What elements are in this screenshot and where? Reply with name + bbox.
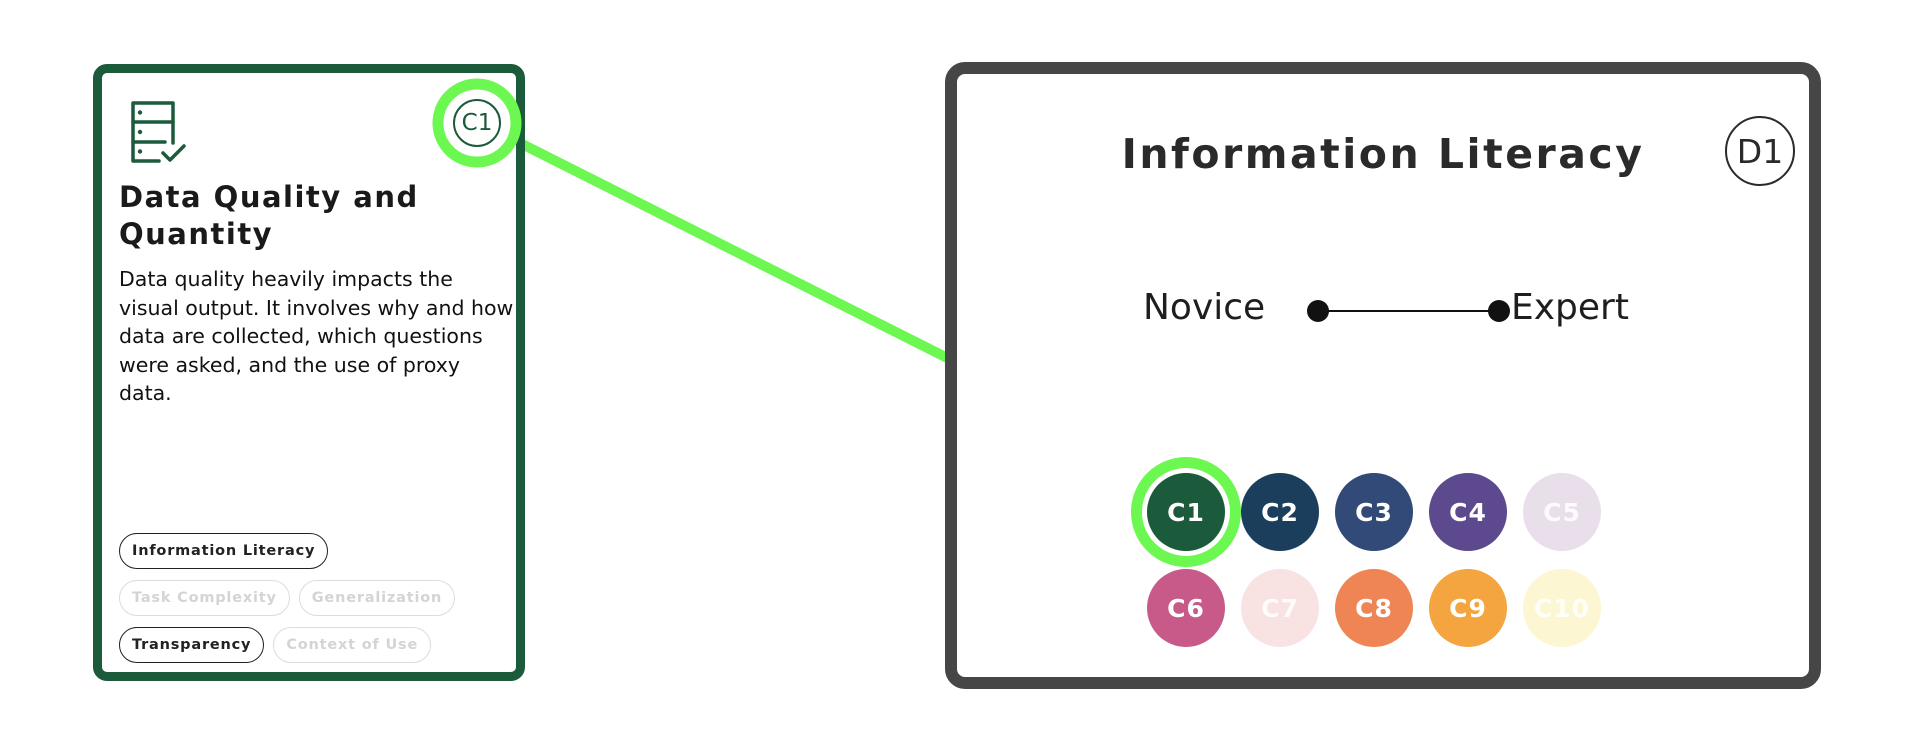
tag-generalization[interactable]: Generalization — [298, 580, 456, 616]
tag-row: Information Literacy — [119, 533, 519, 569]
chip-c1[interactable]: C1 — [1147, 473, 1225, 551]
tag-task-complexity[interactable]: Task Complexity — [119, 580, 290, 616]
scale-line — [1318, 310, 1498, 312]
panel-title: Information Literacy — [1121, 130, 1645, 178]
card-badge-c1: C1 — [453, 99, 501, 147]
database-check-icon — [131, 101, 186, 163]
scale-label-expert: Expert — [1511, 287, 1629, 328]
chip-c10[interactable]: C10 — [1523, 569, 1601, 647]
tag-information-literacy[interactable]: Information Literacy — [119, 533, 329, 569]
scale-dot-expert — [1488, 300, 1510, 322]
chip-c5[interactable]: C5 — [1523, 473, 1601, 551]
chip-c3[interactable]: C3 — [1335, 473, 1413, 551]
dimension-badge-d1: D1 — [1725, 116, 1795, 186]
chip-c6[interactable]: C6 — [1147, 569, 1225, 647]
card-title: Data Quality and Quantity — [119, 180, 419, 251]
scale-label-novice: Novice — [1143, 287, 1266, 328]
chip-c9[interactable]: C9 — [1429, 569, 1507, 647]
concept-card[interactable]: Data Quality and Quantity Data quality h… — [93, 64, 525, 681]
chip-c7[interactable]: C7 — [1241, 569, 1319, 647]
scale-dot-novice — [1307, 300, 1329, 322]
chip-c2[interactable]: C2 — [1241, 473, 1319, 551]
tag-transparency[interactable]: Transparency — [119, 627, 265, 663]
tag-context-of-use[interactable]: Context of Use — [273, 627, 432, 663]
chip-c4[interactable]: C4 — [1429, 473, 1507, 551]
card-description: Data quality heavily impacts the visual … — [119, 267, 514, 405]
chip-c8[interactable]: C8 — [1335, 569, 1413, 647]
dimension-panel[interactable]: Information Literacy D1 Novice Expert C1… — [945, 62, 1821, 689]
